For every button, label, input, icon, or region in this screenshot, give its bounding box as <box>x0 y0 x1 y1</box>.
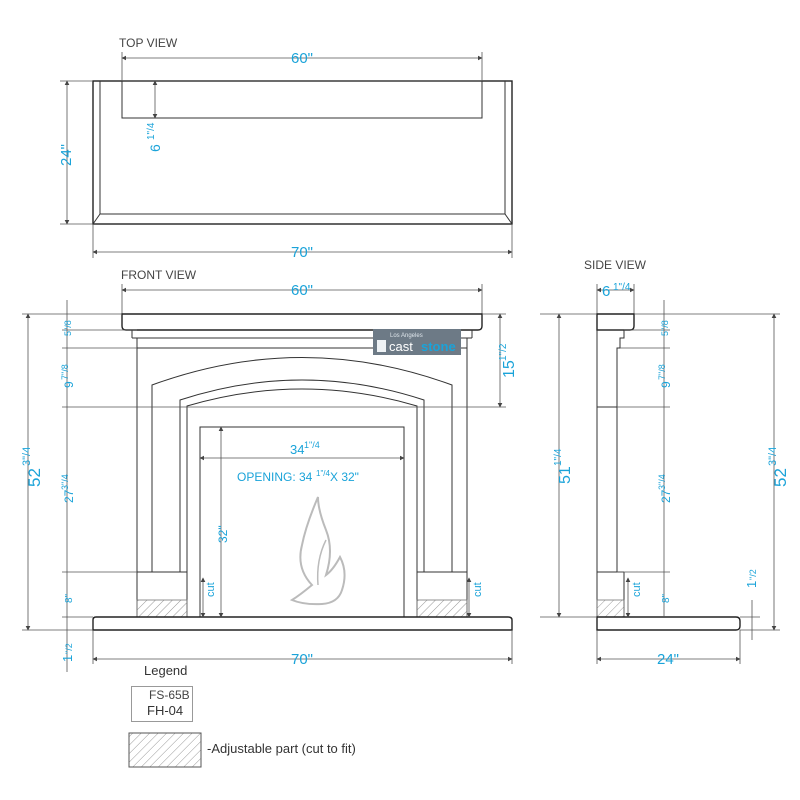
svg-text:cast: cast <box>389 339 413 354</box>
opening-label-frac: 1"/4 <box>316 469 331 478</box>
legend-adjustable-text: -Adjustable part (cut to fit) <box>207 741 356 756</box>
seg-frieze-frac: 7"/8 <box>60 364 70 380</box>
side-shelf-depth: 6 <box>602 283 610 300</box>
opening-label-tail: X 32" <box>330 470 359 484</box>
side-hearth-frac: "/2 <box>748 569 758 580</box>
side-seg-plinth: 8" <box>661 593 672 603</box>
top-depth-24: 24" <box>58 144 75 166</box>
seg-plinth: 8" <box>64 593 75 603</box>
cut-label-left: cut <box>205 582 217 597</box>
side-seg-frieze: 9 <box>659 381 673 388</box>
opening-width: 34 <box>290 442 304 457</box>
seg-frieze: 9 <box>62 381 76 388</box>
seg-legs-frac: 3"/4 <box>60 474 70 490</box>
legend-title: Legend <box>144 663 188 678</box>
seg-shelf: 5"/8 <box>63 320 73 336</box>
top-view-label: TOP VIEW <box>119 36 178 50</box>
brand-logo: Los Angeles cast stone <box>373 329 461 355</box>
side-total-height-frac: 3"/4 <box>767 447 779 466</box>
side-view-label: SIDE VIEW <box>584 258 647 272</box>
top-shelf-frac: 1"/4 <box>146 122 157 140</box>
side-depth-24: 24" <box>657 651 679 668</box>
seg-hearth: 1 <box>60 655 75 662</box>
cut-label-right: cut <box>472 582 484 597</box>
side-cut-label: cut <box>631 582 643 597</box>
opening-height: 32" <box>216 525 230 543</box>
adjustable-part-swatch <box>128 732 202 768</box>
top-view <box>92 80 513 225</box>
side-shelf-frac: 1"/4 <box>613 282 631 293</box>
legend-codes-box <box>131 686 193 722</box>
opening-label: OPENING: 34 <box>237 470 313 484</box>
side-seg-legs-frac: 3"/4 <box>657 474 667 490</box>
right-mantel-frac: 1"/2 <box>498 343 509 361</box>
front-total-height-frac: 3"/4 <box>21 447 33 466</box>
opening-width-frac: 1"/4 <box>304 440 320 450</box>
legend-hearth-code: FH-04 <box>147 703 184 718</box>
front-total-height: 52 <box>25 468 44 487</box>
side-hearth: 1 <box>744 581 759 588</box>
side-view <box>596 313 741 631</box>
side-seg-shelf: 5"/8 <box>660 320 670 336</box>
side-total-height: 52 <box>771 468 790 487</box>
seg-legs: 27 <box>62 489 76 503</box>
side-inner-frac: 1"/4 <box>553 448 564 466</box>
side-seg-frieze-frac: 7"/8 <box>657 364 667 380</box>
top-width-60: 60" <box>291 50 313 67</box>
svg-text:Los Angeles: Los Angeles <box>390 333 423 339</box>
side-seg-legs: 27 <box>659 489 673 503</box>
top-width-70: 70" <box>291 244 313 261</box>
legend-model-code: FS-65B <box>149 688 190 702</box>
front-width-60: 60" <box>291 282 313 299</box>
seg-hearth-frac: "/2 <box>64 643 74 654</box>
right-mantel-height: 15 <box>501 360 518 378</box>
front-view-label: FRONT VIEW <box>121 268 197 282</box>
side-inner-height: 51 <box>557 466 574 484</box>
top-shelf-depth: 6 <box>147 144 163 152</box>
front-width-70: 70" <box>291 651 313 668</box>
svg-text:stone: stone <box>421 339 456 354</box>
